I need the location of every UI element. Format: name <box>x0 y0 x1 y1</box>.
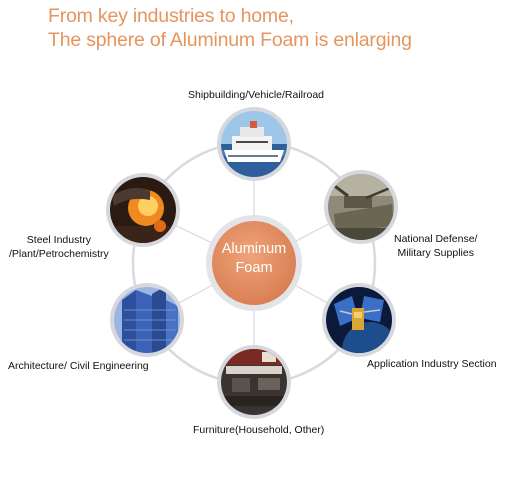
center-label-line-1: Aluminum <box>221 241 287 257</box>
node-satellite <box>322 283 396 357</box>
furniture-interior-photo <box>221 349 287 415</box>
military-vehicle-photo <box>328 174 394 240</box>
node-military <box>324 170 398 244</box>
center-label-line-2: Foam <box>235 260 273 276</box>
ship-photo <box>221 111 287 177</box>
label-national-defense-line-1: National Defense/ <box>394 233 478 245</box>
label-steel-industry-line-1: Steel Industry <box>26 234 91 246</box>
label-steel-industry-line-2: /Plant/Petrochemistry <box>9 248 109 260</box>
center-circle <box>212 221 296 305</box>
label-steel-industry: Steel Industry /Plant/Petrochemistry <box>9 233 109 261</box>
node-ship <box>217 107 291 181</box>
label-national-defense: National Defense/ Military Supplies <box>394 232 477 260</box>
label-architecture: Architecture/ Civil Engineering <box>8 360 149 372</box>
node-building <box>110 283 184 357</box>
node-furniture <box>217 345 291 419</box>
headline-line-1: From key industries to home, <box>48 5 294 27</box>
label-shipbuilding: Shipbuilding/Vehicle/Railroad <box>188 89 325 101</box>
label-national-defense-line-2: Military Supplies <box>397 247 474 259</box>
label-application-industry: Application Industry Section <box>367 358 497 370</box>
label-furniture: Furniture(Household, Other) <box>193 424 325 436</box>
headline-line-2: The sphere of Aluminum Foam is enlarging <box>48 29 412 51</box>
node-steel <box>106 173 180 247</box>
center-label: Aluminum Foam <box>211 240 297 278</box>
steel-furnace-photo <box>110 177 176 243</box>
satellite-photo <box>326 287 392 353</box>
